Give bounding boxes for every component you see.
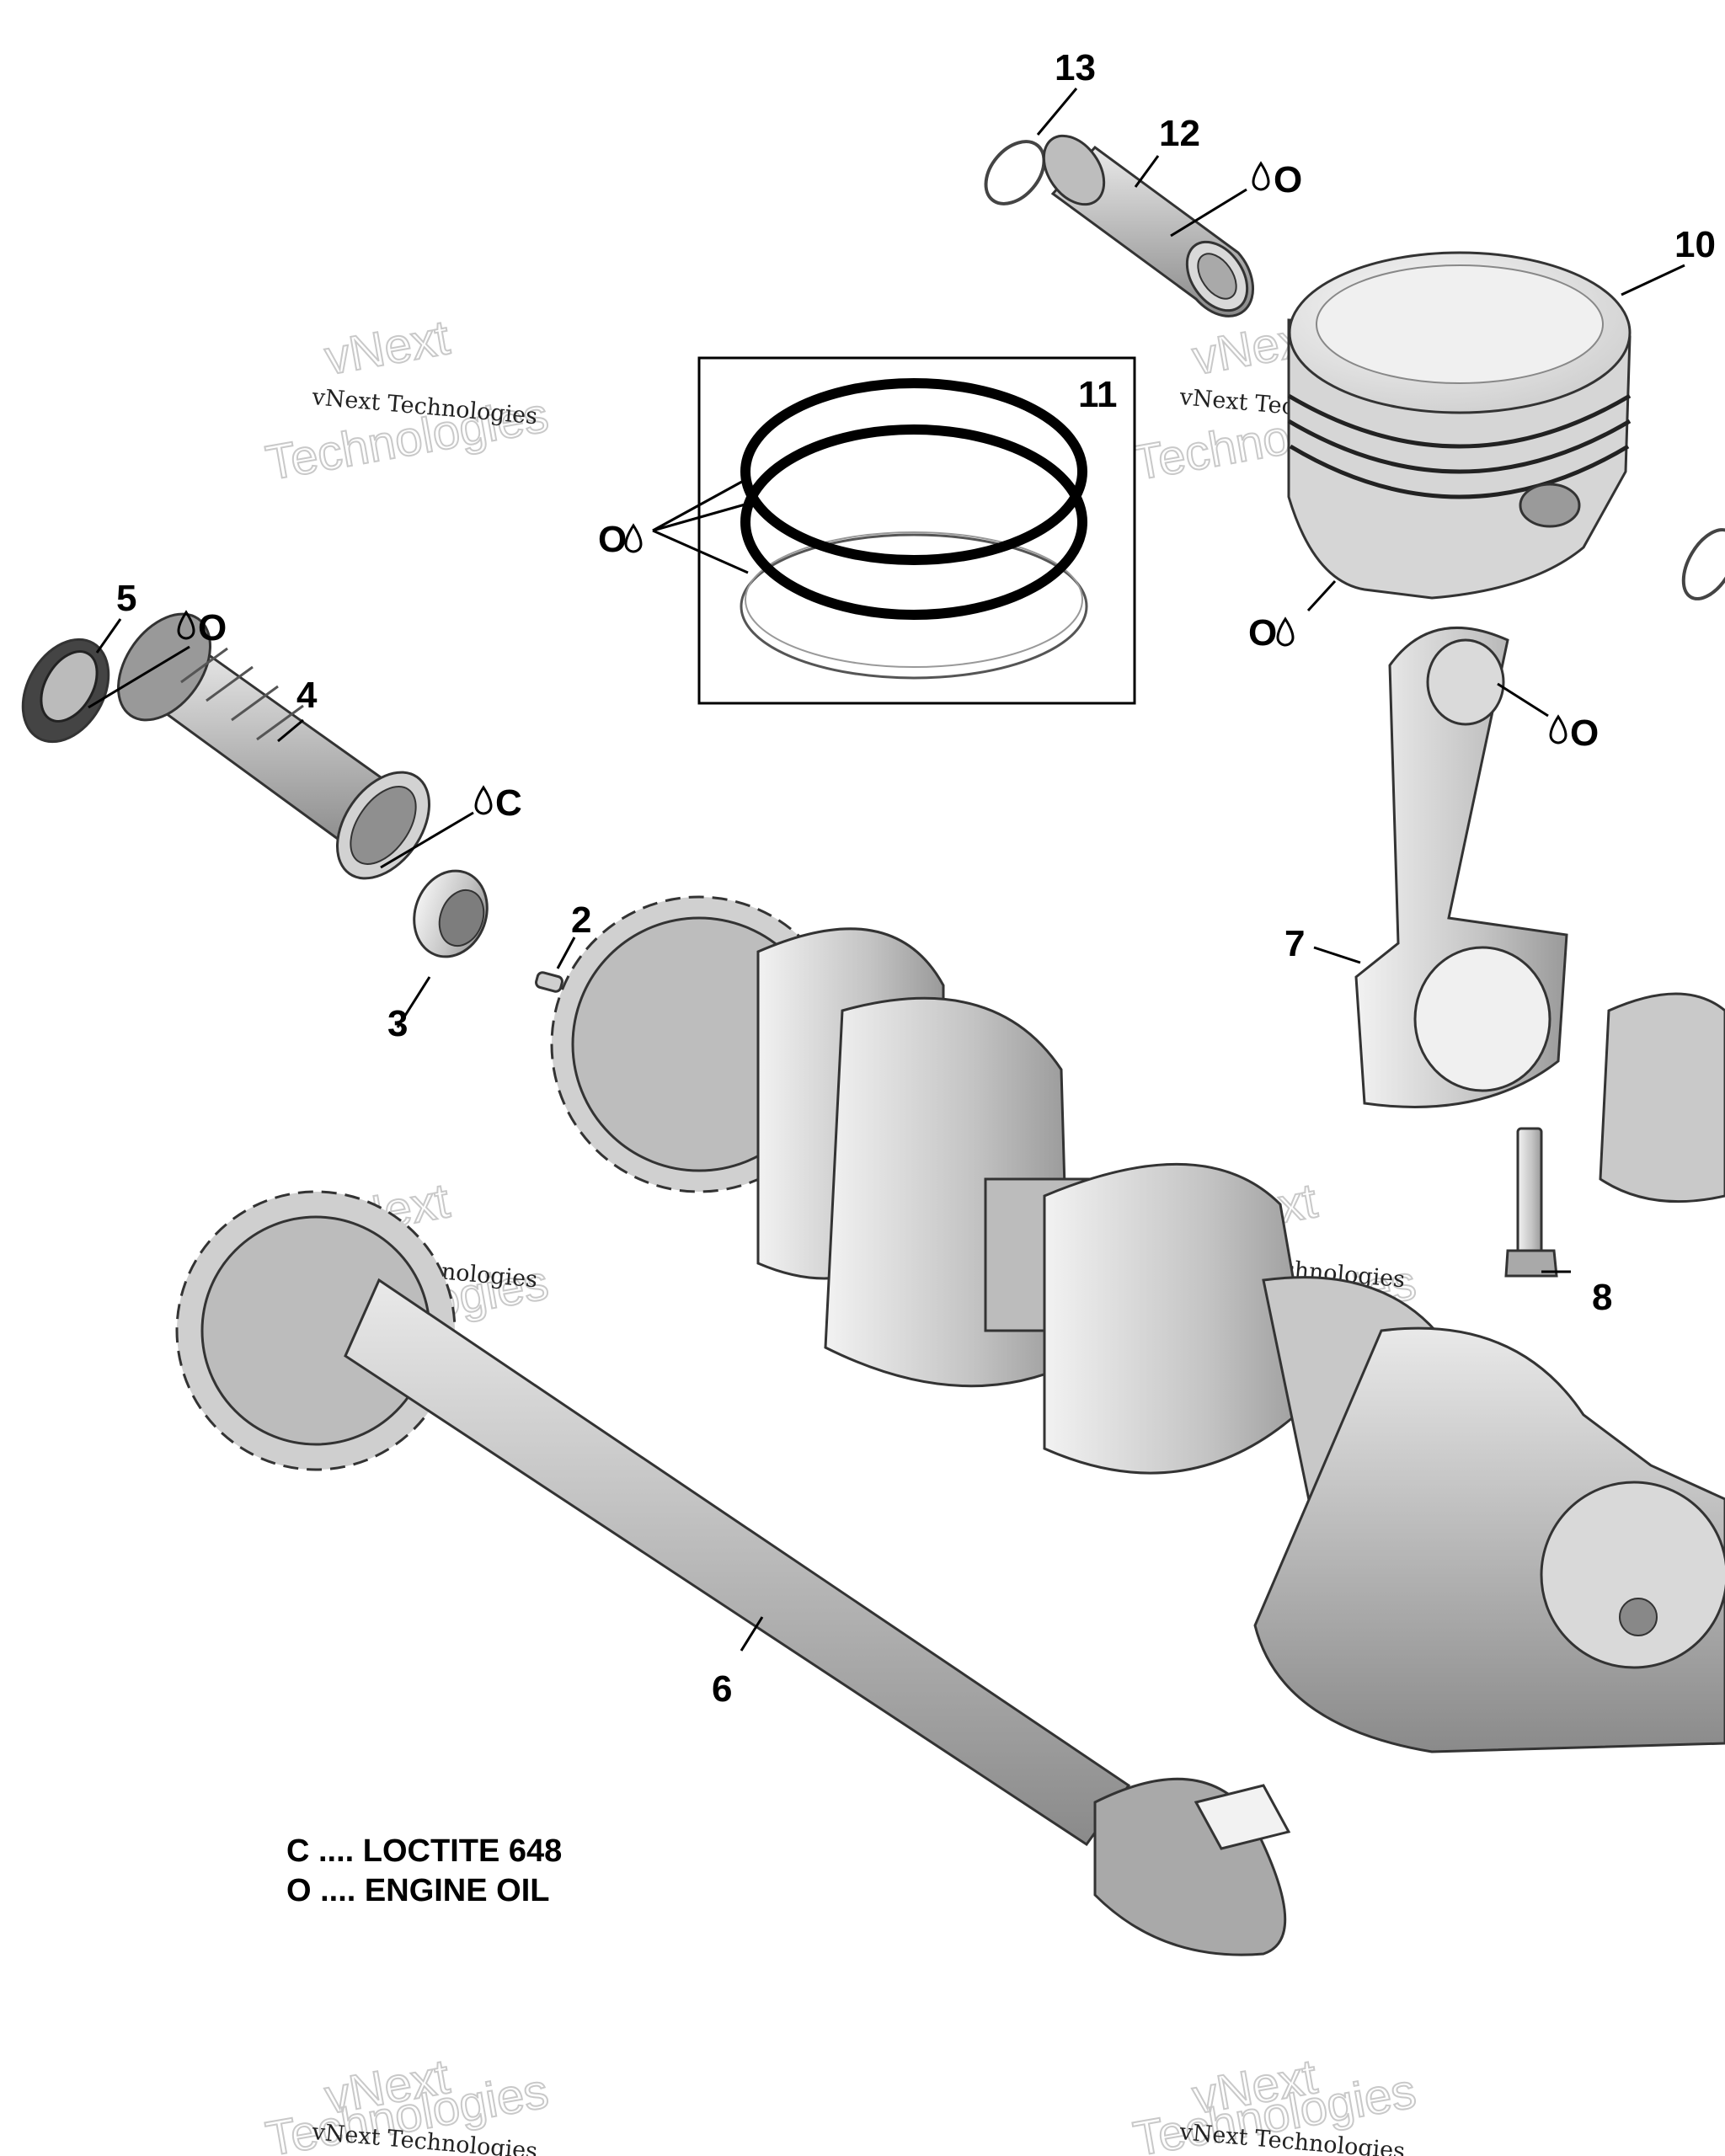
part-10-piston [1287, 251, 1725, 600]
callout-5: 5 [116, 578, 136, 619]
part-5-oil-seal [21, 638, 110, 744]
callout-6: 6 [712, 1668, 732, 1710]
part-3-needle-bearing [413, 869, 489, 958]
callout-11: 11 [1078, 374, 1118, 415]
oil-drop-icon [624, 523, 643, 553]
callout-8: 8 [1592, 1277, 1612, 1318]
oil-drop-icon [1276, 616, 1295, 647]
callout-3: 3 [387, 1003, 408, 1044]
part-12-piston-pin [1042, 134, 1254, 318]
lube-mark-pin: O [1252, 159, 1302, 200]
watermark-bottom-right: vNext Technologies vNext Technologies [1129, 2048, 1421, 2156]
callout-13: 13 [1055, 47, 1096, 88]
part-13-circlip [984, 140, 1046, 205]
crankshaft [550, 895, 1725, 1753]
svg-text:O: O [1570, 712, 1599, 754]
legend-loctite: C .... LOCTITE 648 [286, 1833, 562, 1869]
callout-10: 10 [1674, 224, 1716, 265]
part-7-connecting-rod [1354, 626, 1725, 1203]
watermark-bottom-left: vNext Technologies vNext Technologies [261, 2048, 553, 2156]
lube-mark-seal: O [177, 607, 227, 648]
oil-drop-icon [1252, 161, 1270, 191]
leader-lines [88, 88, 1685, 1652]
legend-engine-oil: O .... ENGINE OIL [286, 1873, 549, 1908]
svg-text:C: C [495, 782, 522, 824]
oil-drop-icon [1549, 714, 1567, 744]
oil-drop-icon [474, 785, 493, 815]
svg-text:O: O [1274, 159, 1302, 200]
svg-text:O: O [1248, 612, 1277, 654]
callout-2: 2 [571, 899, 591, 941]
watermark-top-left: vNext Technologies vNext Technologies [261, 309, 553, 492]
callout-7: 7 [1284, 923, 1305, 964]
lube-mark-piston: O [1248, 612, 1295, 654]
svg-text:O: O [198, 607, 227, 648]
svg-text:O: O [598, 519, 627, 560]
lube-mark-rings: O [598, 519, 643, 560]
lube-mark-rod: O [1549, 712, 1599, 754]
part-4-sleeve [116, 612, 431, 880]
callout-4: 4 [296, 675, 318, 716]
part-2-dowel-pin [535, 971, 563, 993]
oil-drop-icon [177, 610, 195, 640]
part-11-piston-ring-set [697, 356, 1136, 705]
part-8-bolt [1504, 1127, 1558, 1278]
lube-mark-sleeve: C [474, 782, 522, 824]
svg-text:vNext: vNext [321, 310, 453, 386]
callout-12: 12 [1159, 113, 1200, 154]
part-6-balance-shaft [175, 1190, 1291, 1956]
